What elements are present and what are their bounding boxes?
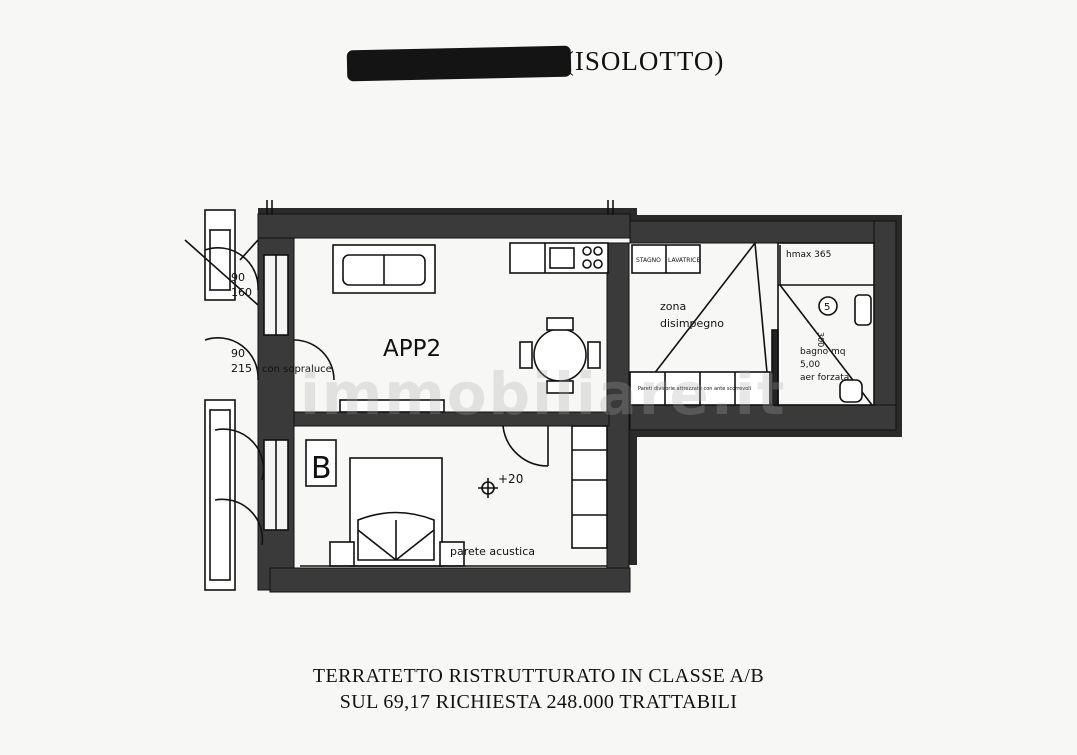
wall-note: parete acustica [450, 545, 535, 558]
window-2-note: con sopraluce [262, 364, 332, 375]
partition-note: Pareti divisorie attrezzate con ante sco… [638, 386, 751, 392]
bathroom [777, 242, 875, 406]
listing-caption: TERRATETTO RISTRUTTURATO IN CLASSE A/B S… [0, 663, 1077, 715]
bath-circle-number: 5 [824, 302, 830, 313]
tv-cabinet [339, 399, 445, 413]
district-label: (ISOLOTTO) [564, 46, 725, 76]
bath-hmin: 300 [816, 332, 825, 347]
dining-table [533, 328, 587, 382]
window-2-height: 215 [231, 362, 252, 375]
wall-middle-right [606, 242, 630, 569]
bedroom-tag-box [305, 439, 337, 487]
height-mark: +20 [498, 472, 523, 486]
bedroom-tag: B [311, 451, 332, 486]
bath-hmax: hmax 365 [786, 250, 831, 260]
wall-top-right-fill [629, 220, 897, 244]
window-1-height: 160 [231, 286, 252, 299]
wardrobe [571, 425, 608, 549]
bath-label-1: bagno mq [800, 347, 846, 357]
corridor-label-1: zona [660, 300, 686, 313]
cabinet-1-label: STAGNO [636, 257, 661, 264]
bedroom-door [502, 425, 549, 467]
bath-label-3: aer forzata [800, 373, 849, 383]
plan-title: VIA PIO FEDI 32(ISOLOTTO) [0, 46, 1077, 77]
caption-line-2: SUL 69,17 RICHIESTA 248.000 TRATTABILI [339, 691, 738, 713]
wall-bottom [269, 567, 631, 593]
caption-line-1: TERRATETTO RISTRUTTURATO IN CLASSE A/B [312, 665, 765, 687]
unit-label: APP2 [383, 336, 441, 362]
wall-top-fill [257, 213, 631, 239]
cabinet-2-label: LAVATRICE [668, 257, 700, 264]
corridor-label-2: disimpegno [660, 317, 724, 330]
window-1-size: 90 [231, 271, 245, 284]
redacted-address: VIA PIO FEDI 32 [352, 46, 565, 76]
wall-right-fill [873, 220, 897, 431]
window-2-size: 90 [231, 347, 245, 360]
wall-divider [293, 411, 610, 427]
bath-label-2: 5,00 [800, 360, 820, 370]
wall-corridor-bottom [629, 404, 897, 431]
